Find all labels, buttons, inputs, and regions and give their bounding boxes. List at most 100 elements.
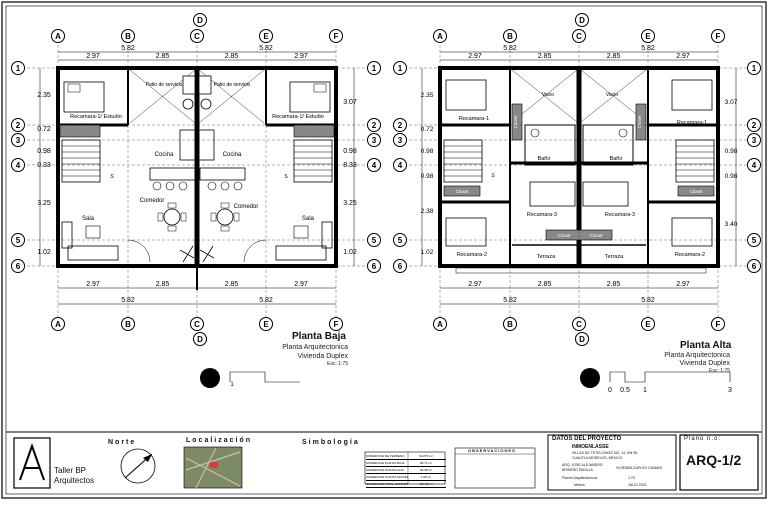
ground-half-left-top: 5.82 — [121, 45, 135, 52]
upper-dim-bot-2: 2.85 — [607, 281, 621, 288]
upper-axis-e-bot-bubble — [641, 317, 655, 331]
upper-axis-d-top-bubble — [575, 13, 589, 27]
bedroom3-left-label: Recamara-3 — [527, 212, 557, 218]
upper-axis-b-bot-bubble — [503, 317, 517, 331]
upper-axis-f-bot-bubble — [711, 317, 725, 331]
axis-b-bot-bubble — [121, 317, 135, 331]
area-row-label: SUPERFICIE PLANTA AZOTEA — [366, 475, 408, 479]
sheet-title: Planos Arquitectonicos — [562, 476, 598, 480]
ground-dim-top-0: 2.97 — [86, 53, 100, 60]
upper-axis-4-right-bubble — [747, 158, 761, 172]
patio-left-label: Patio de servicio — [146, 82, 183, 88]
void-left-label: Vacio — [542, 92, 554, 98]
closet-label-3: Closet — [558, 233, 572, 238]
architect-line2: BRISEÑO PADILLA — [562, 468, 593, 472]
axis-d-top-bubble — [193, 13, 207, 27]
ground-right-vdim-1: 0.98 — [343, 148, 357, 155]
ground-dim-bot-1: 2.85 — [156, 281, 170, 288]
axis-d-bot: D — [197, 335, 203, 344]
upper-axis-2-left: 2 — [398, 121, 403, 130]
scale-tick-3: 3 — [728, 387, 732, 394]
kitchen-left-label: Cocina — [155, 152, 174, 158]
firm-name-line2: Arquitectos — [54, 476, 95, 485]
axis-1-right-bubble — [367, 61, 381, 75]
terrace-left-label: Terraza — [537, 254, 556, 260]
upper-axis-5-right: 5 — [752, 236, 757, 245]
upper-axis-d-bot-bubble — [575, 332, 589, 346]
upper-axis-e-bot: E — [645, 320, 651, 329]
upper-left-vdim-0: 2.35 — [421, 92, 434, 99]
axis-3-right: 3 — [372, 136, 377, 145]
upper-axis-1-left-bubble — [393, 61, 407, 75]
upper-dim-top-1: 2.85 — [538, 53, 552, 60]
firm-logo-mark — [19, 442, 45, 481]
axis-1-left: 1 — [16, 64, 21, 73]
upper-axis-1-right: 1 — [752, 64, 757, 73]
upper-axis-c-bot: C — [576, 320, 582, 329]
upper-scale-bar — [580, 368, 731, 388]
ground-dim-top-3: 2.97 — [294, 53, 308, 60]
north-label: Norte — [108, 439, 137, 446]
patio-right-label: Patio de servicio — [214, 82, 251, 88]
closet-label-1: Closet — [456, 189, 470, 194]
upper-axis-4-right: 4 — [752, 161, 757, 170]
upper-axis-4-left: 4 — [398, 161, 403, 170]
architect-line1: ARQ. JOSE ALEJANDRO — [562, 463, 603, 467]
axis-b-top: B — [125, 32, 131, 41]
axis-c-bot-bubble — [190, 317, 204, 331]
axis-6-left-bubble — [11, 259, 25, 273]
upper-right-vdim-1: 0.98 — [725, 148, 738, 155]
ground-left-vdim-3: 0.33 — [37, 162, 51, 169]
scale-tick-0: 0 — [608, 387, 612, 394]
axis-5-right-bubble — [367, 233, 381, 247]
bedroom-right-label: Recamara-1/ Estudio — [272, 114, 324, 120]
axis-e-top: E — [263, 32, 269, 41]
kitchen-right-label: Cocina — [223, 152, 242, 158]
ground-floor-title: Planta Baja — [292, 331, 346, 342]
project-data-box — [547, 434, 677, 491]
sheet-number-box — [679, 434, 759, 491]
axis-3-right-bubble — [367, 133, 381, 147]
upper-left-vdim-4: 2.38 — [421, 208, 434, 215]
symbology-label: Simbología — [302, 439, 360, 446]
axis-a-bot: A — [55, 320, 61, 329]
ground-floor-building: Vivienda Duplex — [297, 353, 348, 360]
axis-f-top: F — [334, 32, 339, 41]
upper-axis-1-left: 1 — [398, 64, 403, 73]
ground-scale-bar — [200, 368, 300, 388]
axis-e-bot: E — [263, 320, 269, 329]
upper-axis-c-bot-bubble — [572, 317, 586, 331]
upper-axis-b-top: B — [507, 32, 513, 41]
axis-1-left-bubble — [11, 61, 25, 75]
upper-floor-building: Vivienda Duplex — [679, 360, 730, 367]
ground-left-vdim-2: 0.98 — [37, 148, 51, 155]
upper-bedroom1-right-label: Recamara-1 — [677, 120, 707, 126]
upper-axis-6-left-bubble — [393, 259, 407, 273]
firm-name-line1: Taller BP — [54, 466, 87, 475]
address-line1: VILLAS DE TETELCINGO NO. 14, KM 95, — [572, 451, 639, 455]
upper-left-vdim-5: 1.02 — [421, 249, 434, 256]
owner-name: INMOENLASSE — [572, 444, 609, 450]
upper-axis-2-left-bubble — [393, 118, 407, 132]
upper-axis-a-bot: A — [437, 320, 443, 329]
axis-c-top: C — [194, 32, 200, 41]
sheet-inner-border — [5, 5, 763, 495]
sheet-number: ARQ-1/2 — [686, 452, 742, 468]
axis-b-top-bubble — [121, 29, 135, 43]
upper-axis-3-left-bubble — [393, 133, 407, 147]
ground-half-right-bot: 5.82 — [259, 297, 273, 304]
axis-f-bot-bubble — [329, 317, 343, 331]
axis-6-right-bubble — [367, 259, 381, 273]
upper-axis-b-top-bubble — [503, 29, 517, 43]
sheet-number-label: Plano n.o: — [684, 436, 722, 442]
upper-left-vdim-1: 0.72 — [421, 126, 434, 133]
axis-c-top-bubble — [190, 29, 204, 43]
axis-5-left: 5 — [16, 236, 21, 245]
upper-axis-a-bot-bubble — [433, 317, 447, 331]
stair-mark-right: S — [284, 174, 288, 180]
upper-half-left-bot: 5.82 — [503, 297, 517, 304]
